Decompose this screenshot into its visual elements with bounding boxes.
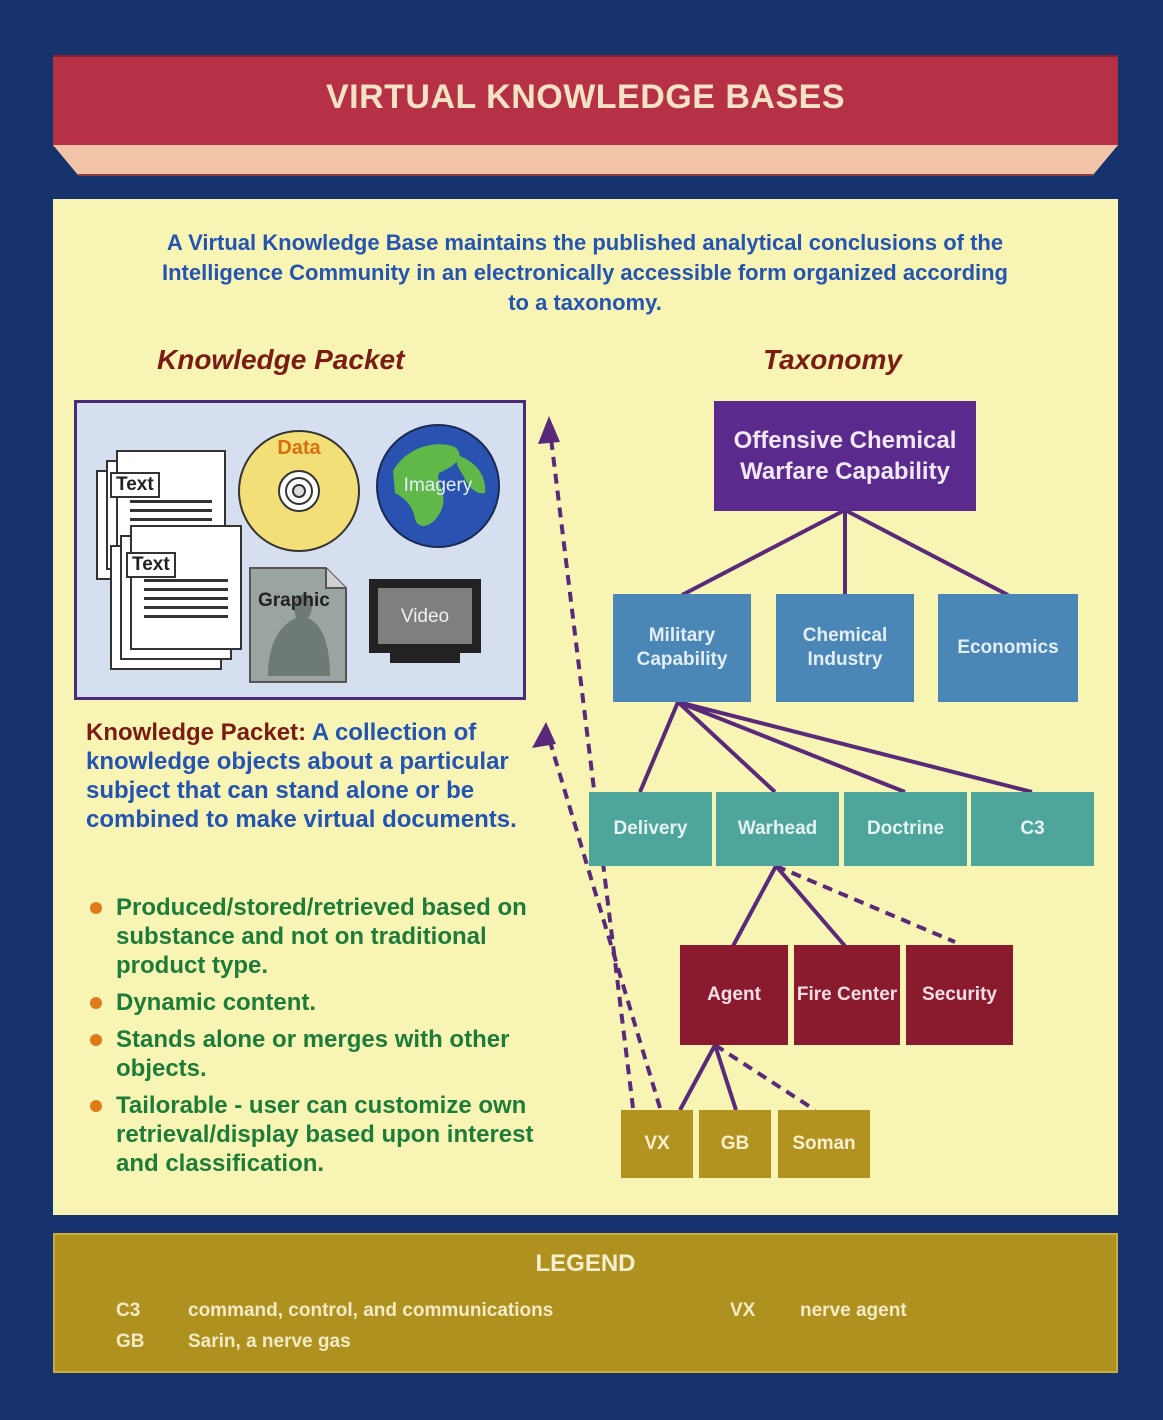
definition-text: A collection of knowledge objects about … xyxy=(86,719,517,833)
imagery-label: Imagery xyxy=(403,475,473,496)
node-vx: VX xyxy=(621,1110,693,1178)
graphic-icon xyxy=(249,567,347,683)
bullet-dot-icon xyxy=(90,997,102,1009)
node-fire-center: Fire Center xyxy=(794,945,900,1045)
bullet-item: Dynamic content. xyxy=(86,988,556,1017)
node-economics: Economics xyxy=(938,594,1078,702)
bullet-item: Produced/stored/retrieved based on subst… xyxy=(86,893,556,980)
node-soman: Soman xyxy=(778,1110,870,1178)
data-label: Data xyxy=(277,437,321,459)
page-title: VIRTUAL KNOWLEDGE BASES xyxy=(325,78,845,116)
bullet-dot-icon xyxy=(90,902,102,914)
knowledge-packet-definition: Knowledge Packet: A collection of knowle… xyxy=(86,718,536,834)
bullet-dot-icon xyxy=(90,1100,102,1112)
taxonomy-root-node: Offensive Chemical Warfare Capability xyxy=(714,401,976,511)
intro-text: A Virtual Knowledge Base maintains the p… xyxy=(161,230,1008,315)
definition-lead: Knowledge Packet: xyxy=(86,719,307,746)
video-label: Video xyxy=(400,606,450,627)
legend-meaning: nerve agent xyxy=(800,1300,907,1321)
header-banner xyxy=(53,55,1118,147)
globe-icon xyxy=(376,424,500,548)
node-delivery: Delivery xyxy=(589,792,712,866)
legend-abbr: GB xyxy=(116,1331,145,1352)
legend-box xyxy=(53,1233,1118,1373)
text-label-2: Text xyxy=(126,552,176,578)
bullet-list: Produced/stored/retrieved based on subst… xyxy=(86,893,556,1186)
legend-meaning: Sarin, a nerve gas xyxy=(188,1331,351,1352)
legend-meaning: command, control, and communications xyxy=(188,1300,554,1321)
legend-abbr: C3 xyxy=(116,1300,141,1321)
graphic-label: Graphic xyxy=(258,590,330,611)
node-military-capability: Military Capability xyxy=(613,594,751,702)
node-warhead: Warhead xyxy=(716,792,839,866)
bullet-text: Stands alone or merges with other object… xyxy=(116,1026,510,1082)
data-disc-icon xyxy=(238,430,360,552)
main-panel xyxy=(53,199,1118,1215)
video-monitor-icon xyxy=(369,579,481,663)
bullet-text: Tailorable - user can customize own retr… xyxy=(116,1092,534,1177)
node-c3: C3 xyxy=(971,792,1094,866)
bullet-item: Tailorable - user can customize own retr… xyxy=(86,1091,556,1178)
node-gb: GB xyxy=(699,1110,771,1178)
node-agent: Agent xyxy=(680,945,788,1045)
bullet-text: Produced/stored/retrieved based on subst… xyxy=(116,894,527,979)
node-doctrine: Doctrine xyxy=(844,792,967,866)
bullet-dot-icon xyxy=(90,1034,102,1046)
knowledge-packet-heading: Knowledge Packet xyxy=(157,344,405,375)
bullet-item: Stands alone or merges with other object… xyxy=(86,1025,556,1083)
node-chemical-industry: Chemical Industry xyxy=(776,594,914,702)
text-document-icon xyxy=(130,525,242,650)
legend-abbr: VX xyxy=(730,1300,756,1321)
taxonomy-heading: Taxonomy xyxy=(763,344,902,375)
node-security: Security xyxy=(906,945,1013,1045)
text-label-1: Text xyxy=(110,472,160,498)
legend-title: LEGEND xyxy=(535,1250,636,1277)
banner-bevel xyxy=(53,145,1118,176)
bullet-text: Dynamic content. xyxy=(116,989,317,1016)
